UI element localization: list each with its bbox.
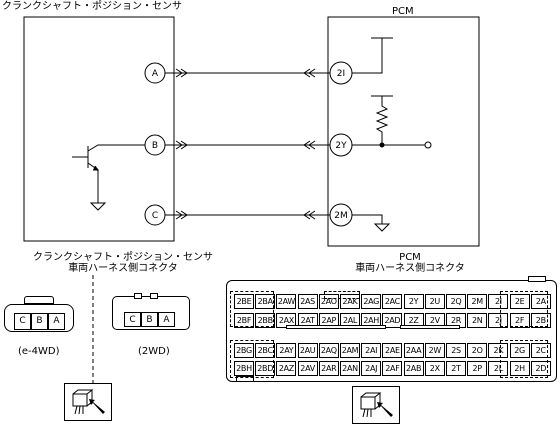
connector-view-arrow-icon bbox=[72, 389, 105, 415]
pcm-pin-cell: 2AJ bbox=[361, 361, 382, 376]
pcm-pin-cell: 2AB bbox=[403, 361, 424, 376]
pcm-pin-cell: 2BH bbox=[234, 361, 254, 376]
pcm-pin-cell: 2AU bbox=[297, 343, 318, 358]
connector-view-arrow-icon bbox=[360, 392, 393, 418]
separator-bar bbox=[286, 325, 386, 329]
pcm-pin-cell: 2AD bbox=[382, 313, 403, 328]
terminal-b-label: B bbox=[152, 141, 158, 151]
pcm-pin-cell: 2C bbox=[530, 343, 551, 358]
pcm-pin-cell: 2AV bbox=[297, 361, 318, 376]
pcm-pin-cell: 2M bbox=[467, 294, 488, 309]
variant-e4wd-label: (e-4WD) bbox=[18, 346, 60, 357]
pcm-pin-cell: 2P bbox=[467, 361, 488, 376]
pcm-internal-circuit bbox=[352, 37, 432, 232]
pcm-pin-cell: 2U bbox=[424, 294, 445, 309]
pcm-pin-cell: 2W bbox=[424, 343, 445, 358]
pcm-pin-cell: 2BG bbox=[234, 343, 254, 358]
pin-b-2wd: B bbox=[141, 312, 158, 327]
pcm-pin-cell: 2BC bbox=[255, 343, 276, 358]
pcm-pin-cell: 2AE bbox=[382, 343, 403, 358]
pcm-pin-cell: 2BD bbox=[255, 361, 276, 376]
terminal-2y-label: 2Y bbox=[335, 141, 347, 151]
pcm-pin-cell: 2N bbox=[467, 313, 488, 328]
pcm-pin-cell: 2AN bbox=[340, 361, 360, 376]
pcm-pin-cell: 2O bbox=[467, 343, 488, 358]
pin-a-2wd: A bbox=[158, 312, 175, 327]
pin-b: B bbox=[31, 313, 48, 330]
pcm-pin-cell: 2X bbox=[424, 361, 445, 376]
pcm-pin-cell: 2B bbox=[530, 313, 551, 328]
terminal-2m-label: 2M bbox=[334, 211, 348, 221]
view-direction-icon-right bbox=[352, 386, 400, 424]
pcm-pin-cell: 2D bbox=[530, 361, 551, 376]
sensor-connector-subtitle: 車両ハーネス側コネクタ bbox=[68, 263, 178, 274]
pcm-pin-cell: 2K bbox=[488, 343, 509, 358]
pcm-pin-cell: 2F bbox=[509, 313, 530, 328]
pcm-pin-cell: 2AA bbox=[403, 343, 424, 358]
pcm-connector-subtitle: 車両ハーネス側コネクタ bbox=[355, 263, 465, 274]
pin-c-2wd: C bbox=[124, 312, 141, 327]
pcm-pin-cell: 2AO bbox=[318, 294, 339, 309]
pcm-pin-cell: 2I bbox=[488, 294, 509, 309]
pin-c: C bbox=[14, 313, 31, 330]
pcm-pin-cell: 2BF bbox=[234, 313, 254, 328]
pcm-pin-cell: 2AQ bbox=[318, 343, 339, 358]
terminal-c bbox=[144, 204, 166, 226]
pcm-pin-cell: 2AS bbox=[297, 294, 318, 309]
pcm-pin-cell: 2AI bbox=[361, 343, 382, 358]
pcm-pin-cell: 2L bbox=[488, 361, 509, 376]
dashed-group bbox=[500, 291, 548, 327]
pcm-title: PCM bbox=[392, 6, 414, 17]
pcm-pin-cell: 2AY bbox=[276, 343, 297, 358]
pcm-pin-cell: 2S bbox=[446, 343, 466, 358]
pcm-pin-cell: 2BE bbox=[234, 294, 254, 309]
pcm-pin-cell: 2G bbox=[509, 343, 530, 358]
pcm-pin-cell: 2Q bbox=[446, 294, 466, 309]
pcm-pin-cell: 2Y bbox=[403, 294, 424, 309]
sensor-chevrons bbox=[175, 68, 188, 220]
pcm-pin-cell: 2AF bbox=[382, 361, 403, 376]
sensor-transistor bbox=[72, 144, 145, 211]
terminal-c-label: C bbox=[152, 211, 158, 221]
pcm-pin-cell: 2E bbox=[509, 294, 530, 309]
dashed-group bbox=[500, 340, 548, 378]
terminal-a-label: A bbox=[152, 69, 159, 79]
variant-2wd-label: (2WD) bbox=[138, 346, 170, 357]
dashed-group bbox=[230, 291, 274, 327]
pcm-pin-cell: 2AZ bbox=[276, 361, 297, 376]
pcm-pin-cell: 2A bbox=[530, 294, 551, 309]
pcm-pin-cell: 2AW bbox=[276, 294, 297, 309]
sensor-connector-title: クランクシャフト・ポジション・センサ bbox=[33, 252, 213, 263]
terminal-a bbox=[144, 62, 166, 84]
view-direction-icon-left bbox=[64, 383, 112, 421]
pin-a: A bbox=[48, 313, 65, 330]
pcm-pin-cell: 2T bbox=[446, 361, 466, 376]
dashed-group bbox=[230, 340, 274, 378]
sensor-title: クランクシャフト・ポジション・センサ bbox=[2, 1, 182, 12]
pcm-chevrons bbox=[303, 68, 316, 220]
pcm-pin-cell: 2AK bbox=[340, 294, 360, 309]
pcm-pin-cell: 2AG bbox=[361, 294, 382, 309]
pcm-pin-cell: 2AC bbox=[382, 294, 403, 309]
terminal-2i-label: 2I bbox=[337, 69, 345, 79]
pcm-connector-title: PCM bbox=[399, 252, 421, 263]
dashed-group bbox=[324, 291, 360, 299]
pcm-box bbox=[327, 16, 480, 247]
pcm-pin-cell: 2AM bbox=[340, 343, 360, 358]
sensor-box bbox=[23, 16, 175, 242]
pcm-pin-cell: 2J bbox=[488, 313, 509, 328]
pcm-pin-cell: 2H bbox=[509, 361, 530, 376]
pcm-pin-cell: 2AR bbox=[318, 361, 339, 376]
pcm-pin-cell: 2BA bbox=[255, 294, 276, 309]
pcm-pin-cell: 2BB bbox=[255, 313, 276, 328]
separator-bar bbox=[400, 325, 460, 329]
